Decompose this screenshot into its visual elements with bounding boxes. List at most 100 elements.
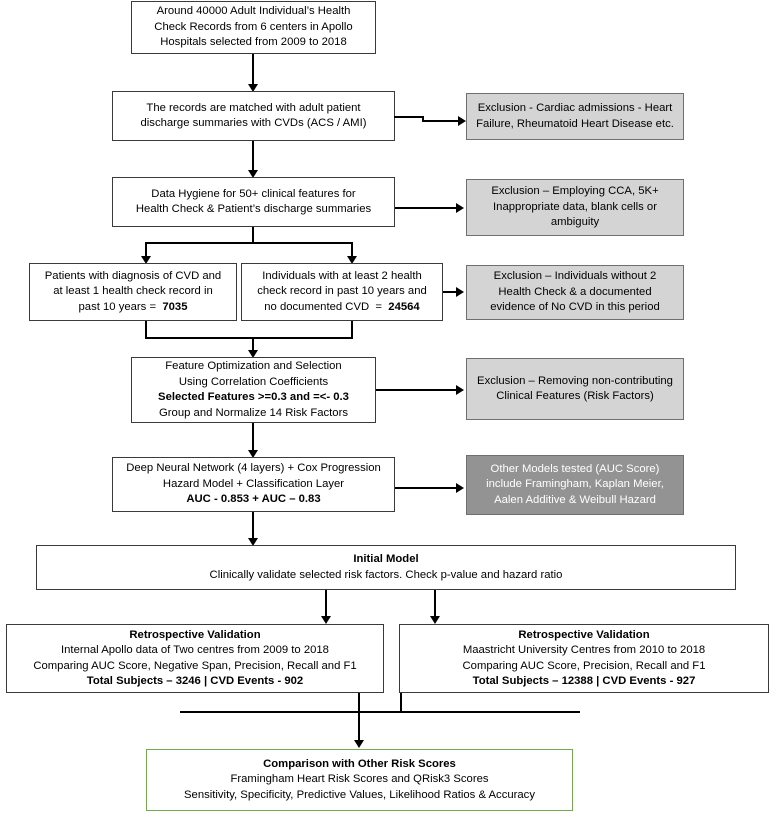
connector-matched-to-exclusion-drop	[422, 116, 424, 122]
connector-hygiene-to-exclusion	[395, 207, 458, 209]
node-line: Initial Model	[353, 553, 419, 565]
connector-hygiene-split-bar	[145, 242, 353, 244]
arrowhead-down	[429, 616, 440, 624]
node-line: Aalen Additive & Weibull Hazard	[494, 493, 656, 506]
node-line: Retrospective Validation	[129, 628, 261, 641]
node-line: Hospitals selected from 2009 to 2018	[160, 36, 347, 49]
node-comparison-other-scores: Comparison with Other Risk Scores Framin…	[146, 749, 573, 811]
arrowhead-right	[458, 116, 466, 126]
node-line: Exclusion – Employing CCA, 5K+	[491, 185, 659, 198]
arrowhead-down	[248, 350, 258, 358]
node-line: Failure, Rheumatoid Heart Disease etc.	[476, 117, 674, 130]
node-cvd-patients: Patients with diagnosis of CVD and at le…	[29, 263, 237, 321]
node-line: Exclusion – Individuals without 2	[493, 270, 657, 283]
node-retrospective-validation-maastricht: Retrospective Validation Maastricht Univ…	[399, 624, 769, 693]
connector-initial-to-maastricht	[434, 590, 436, 617]
connector-source-to-matched	[252, 54, 254, 85]
node-line: Framingham Heart Risk Scores and QRisk3 …	[230, 773, 489, 786]
node-line: Hazard Model + Classification Layer	[162, 477, 345, 490]
connector-validations-merge-bar	[180, 711, 580, 713]
node-data-hygiene: Data Hygiene for 50+ clinical features f…	[112, 177, 395, 227]
connector-hygiene-split-right	[351, 242, 353, 258]
connector-nocvd-to-exclusion	[443, 291, 458, 293]
arrowhead-down	[347, 256, 358, 264]
node-records-matched: The records are matched with adult patie…	[112, 91, 395, 141]
node-line: Data Hygiene for 50+ clinical features f…	[151, 187, 356, 200]
node-line: Group and Normalize 14 Risk Factors	[159, 406, 348, 419]
node-line: Exclusion - Cardiac admissions - Heart	[477, 102, 673, 114]
node-other-models: Other Models tested (AUC Score) include …	[466, 455, 684, 515]
node-line: Using Correlation Coefficients	[178, 375, 329, 388]
connector-merge-down	[252, 337, 254, 352]
connector-merge-left-stem	[145, 321, 147, 339]
node-line: Inappropriate data, blank cells or	[493, 200, 657, 213]
node-exclusion-no-2-checks: Exclusion – Individuals without 2 Health…	[466, 265, 684, 320]
node-line: Selected Features >=0.3 and =<- 0.3	[158, 391, 349, 403]
node-line: Deep Neural Network (4 layers) + Cox Pro…	[126, 462, 381, 475]
node-line: Individuals with at least 2 health	[262, 269, 422, 282]
node-exclusion-cardiac: Exclusion - Cardiac admissions - Heart F…	[466, 93, 684, 140]
node-line: Comparison with Other Risk Scores	[263, 757, 456, 770]
node-source-records: Around 40000 Adult Individual’s Health C…	[131, 1, 376, 54]
node-line: Around 40000 Adult Individual’s Health	[156, 5, 351, 18]
node-line: Sensitivity, Specificity, Predictive Val…	[184, 788, 535, 801]
arrowhead-down	[140, 256, 151, 264]
node-line: Retrospective Validation	[518, 628, 650, 641]
connector-internal-merge-stem	[358, 693, 360, 712]
connector-merge-bar	[145, 337, 353, 339]
node-deep-neural-network: Deep Neural Network (4 layers) + Cox Pro…	[112, 457, 395, 512]
node-exclusion-cca: Exclusion – Employing CCA, 5K+ Inappropr…	[466, 179, 684, 236]
node-line: Check Records from 6 centers in Apollo	[154, 20, 353, 33]
node-line: Other Models tested (AUC Score)	[490, 462, 660, 475]
arrowhead-right	[456, 286, 464, 297]
node-line: Maastricht University Centres from 2010 …	[462, 644, 706, 656]
node-retrospective-validation-internal: Retrospective Validation Internal Apollo…	[6, 624, 384, 693]
node-line: Total Subjects – 12388 | CVD Events - 92…	[472, 675, 696, 687]
node-line: Comparing AUC Score, Precision, Recall a…	[462, 659, 706, 672]
connector-features-to-exclusion	[376, 389, 458, 391]
node-line: include Framingham, Kaplan Meier,	[486, 478, 664, 491]
arrowhead-down	[248, 84, 258, 92]
node-line: Comparing AUC Score, Negative Span, Prec…	[33, 659, 357, 672]
node-line: Health Check & a documented	[498, 285, 652, 298]
node-line: Internal Apollo data of Two centres from…	[61, 644, 329, 656]
arrowhead-down	[248, 450, 258, 458]
node-line: at least 1 health check record in	[53, 285, 213, 298]
node-line: discharge summaries with CVDs (ACS / AMI…	[140, 117, 367, 129]
connector-hygiene-split-left	[145, 242, 147, 258]
connector-maastricht-merge-stem	[400, 693, 402, 712]
node-line: evidence of No CVD in this period	[490, 301, 660, 314]
arrowhead-right	[456, 482, 464, 493]
node-feature-optimization: Feature Optimization and Selection Using…	[131, 357, 376, 423]
connector-dnn-to-other-models	[395, 487, 458, 489]
connector-hygiene-split-down	[252, 227, 254, 243]
node-line: ambiguity	[550, 216, 600, 229]
connector-merge-to-comparison	[358, 711, 360, 741]
arrowhead-right	[456, 202, 464, 213]
node-line: Exclusion – Removing non-contributing	[477, 374, 673, 387]
arrowhead-down	[248, 538, 258, 546]
node-line: Total Subjects – 3246 | CVD Events - 902	[86, 675, 304, 687]
arrowhead-down	[320, 616, 331, 624]
node-line: AUC - 0.853 + AUC – 0.83	[186, 493, 321, 506]
connector-features-to-dnn	[252, 423, 254, 452]
node-line-with-value: past 10 years = 7035	[78, 300, 188, 313]
node-line: Patients with diagnosis of CVD and	[44, 269, 222, 282]
connector-dnn-to-initial-model	[252, 512, 254, 540]
node-line: The records are matched with adult patie…	[146, 101, 361, 114]
node-line-with-value: no documented CVD = 24564	[264, 300, 420, 313]
node-exclusion-non-contributing: Exclusion – Removing non-contributing Cl…	[466, 358, 684, 420]
node-initial-model: Initial Model Clinically validate select…	[36, 545, 736, 590]
connector-matched-to-exclusion	[395, 116, 423, 118]
node-line: check record in past 10 years and	[257, 285, 427, 298]
connector-matched-to-exclusion-run	[422, 120, 460, 122]
arrowhead-right	[456, 384, 464, 395]
node-line: Clinical Features (Risk Factors)	[496, 390, 654, 402]
node-line: Feature Optimization and Selection	[165, 360, 342, 372]
node-line: Clinically validate selected risk factor…	[209, 568, 563, 581]
node-no-cvd-individuals: Individuals with at least 2 health check…	[241, 263, 443, 321]
node-line: Health Check & Patient’s discharge summa…	[135, 203, 372, 215]
arrowhead-down	[248, 170, 258, 178]
connector-merge-right-stem	[351, 321, 353, 339]
